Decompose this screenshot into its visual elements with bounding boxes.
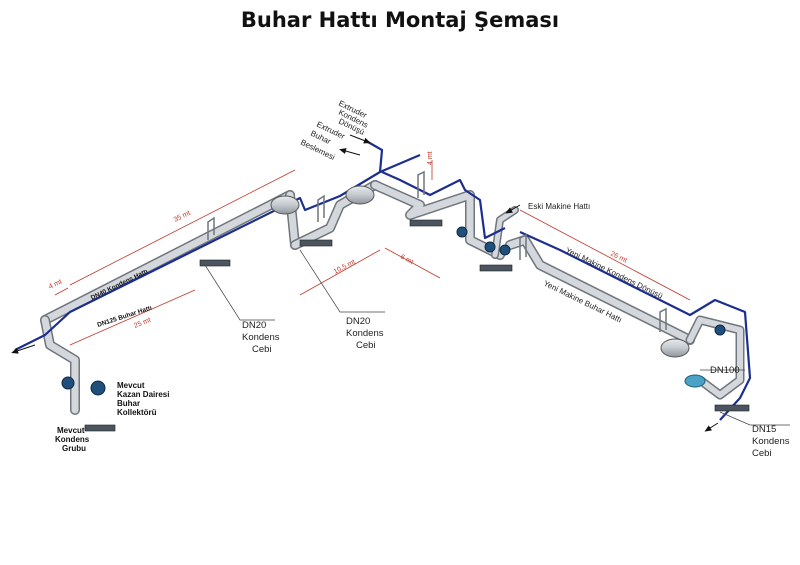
callout-line: DN20 bbox=[346, 316, 370, 327]
trap-assembly bbox=[479, 264, 513, 272]
callout-line: Cebi bbox=[752, 448, 772, 459]
trap-assembly bbox=[199, 259, 231, 267]
pipe-label-dn40: DN40 Kondens Hattı bbox=[90, 268, 149, 302]
callout-extruder-buhar: Extruder Buhar Beslemesi bbox=[299, 120, 346, 162]
callout-line: Kazan Dairesi bbox=[117, 390, 169, 399]
valve-icon bbox=[61, 376, 75, 390]
flow-arrows bbox=[11, 134, 719, 432]
callout-line: Cebi bbox=[252, 344, 272, 355]
trap-assembly bbox=[714, 404, 750, 412]
callout-line: Mevcut bbox=[117, 381, 145, 390]
valve-icon bbox=[484, 241, 496, 253]
trap-assembly bbox=[84, 424, 116, 432]
separator-2 bbox=[345, 185, 375, 205]
callout-mevcut-kondens: Mevcut Kondens Grubu bbox=[55, 426, 90, 453]
trap-assembly bbox=[409, 219, 443, 227]
callout-line: Buhar bbox=[117, 399, 140, 408]
dim-10-5mt: 10,5 mt bbox=[333, 259, 357, 276]
valve-icon bbox=[714, 324, 726, 336]
callout-line: DN15 bbox=[752, 424, 776, 435]
pipe-supports bbox=[207, 170, 667, 332]
callout-line: Beslemesi bbox=[299, 138, 336, 162]
separator-3 bbox=[660, 338, 690, 358]
trap-assembly bbox=[299, 239, 333, 247]
valve-icon bbox=[499, 244, 511, 256]
callout-line: Grubu bbox=[62, 444, 86, 453]
steam-pipe-network bbox=[40, 180, 745, 415]
valve-icon bbox=[456, 226, 468, 238]
dimension-lines bbox=[54, 160, 691, 346]
callout-line: Kondens bbox=[242, 332, 280, 343]
callout-dn100: DN100 bbox=[710, 365, 740, 376]
dim-4mt-left: 4 mt bbox=[48, 279, 63, 291]
page-title: Buhar Hattı Montaj Şeması bbox=[240, 8, 560, 32]
callout-dn20-a: DN20 Kondens Cebi bbox=[242, 320, 280, 355]
callout-eski-makine: Eski Makine Hattı bbox=[528, 202, 590, 211]
svg-text:Beslemesi: Beslemesi bbox=[299, 138, 336, 162]
equipment bbox=[61, 185, 750, 432]
leader-lines bbox=[204, 249, 790, 426]
dim-6mt: 6 mt bbox=[399, 254, 414, 267]
steam-trap-icon bbox=[684, 374, 706, 388]
callout-line: Cebi bbox=[356, 340, 376, 351]
callout-line: Mevcut bbox=[57, 426, 85, 435]
dim-4mt-right: 4 mt bbox=[427, 151, 434, 165]
callout-line: Kondens bbox=[752, 436, 790, 447]
dim-35mt: 35 mt bbox=[173, 210, 192, 224]
valve-icon bbox=[90, 380, 106, 396]
callout-line: Kondens bbox=[346, 328, 384, 339]
callout-dn20-b: DN20 Kondens Cebi bbox=[346, 316, 384, 351]
callout-line: Kollektörü bbox=[117, 408, 157, 417]
separator-1 bbox=[270, 195, 300, 215]
dim-25mt: 25 mt bbox=[133, 317, 152, 330]
callout-dn15: DN15 Kondens Cebi bbox=[752, 424, 790, 459]
callout-line: DN20 bbox=[242, 320, 266, 331]
callout-mevcut-kazan: Mevcut Kazan Dairesi Buhar Kollektörü bbox=[117, 381, 169, 417]
callout-line: Kondens bbox=[55, 435, 90, 444]
condensate-line-network bbox=[14, 141, 752, 421]
